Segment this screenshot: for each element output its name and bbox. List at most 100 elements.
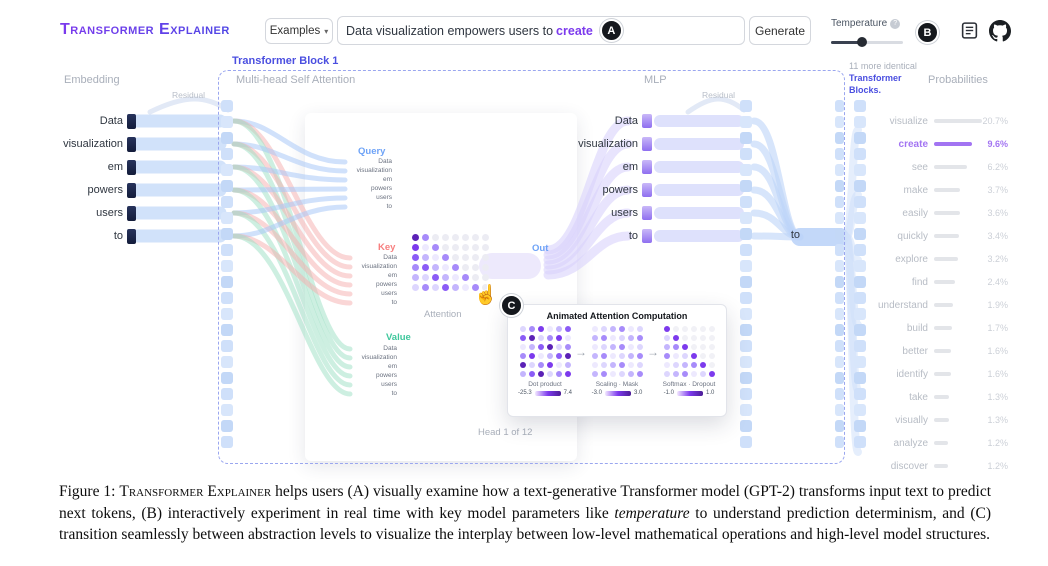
transformer-block-outline	[218, 70, 845, 464]
embedding-vector-bar	[127, 205, 136, 221]
prompt-input[interactable]: Data visualization empowers users to cre…	[337, 16, 745, 45]
caption-italic-term: temperature	[614, 504, 690, 522]
probability-bar	[934, 464, 948, 468]
color-scale	[677, 390, 703, 396]
caption-smallcaps: Transformer Explainer	[119, 483, 272, 500]
paper-icon[interactable]	[960, 21, 979, 45]
mlp-token-row[interactable]: to	[546, 228, 652, 244]
embedding-vector-bar	[127, 136, 136, 152]
temperature-slider[interactable]	[831, 37, 911, 47]
transformer-block-label: Transformer Block 1	[232, 55, 339, 67]
embedding-token-row[interactable]: to	[40, 228, 136, 244]
probability-bar	[934, 418, 949, 422]
attention-score-matrix[interactable]	[412, 234, 489, 291]
embedding-token-row[interactable]: em	[40, 159, 136, 175]
info-icon[interactable]: ?	[890, 18, 901, 29]
prompt-generated-token: create	[556, 23, 593, 38]
temperature-control: Temperature ?	[831, 18, 911, 47]
more-blocks-note: 11 more identical Transformer Blocks.	[849, 61, 917, 95]
app-logo: Transformer Explainer	[60, 21, 230, 38]
mlp-token-row[interactable]: powers	[546, 182, 652, 198]
out-label: Out	[532, 243, 549, 254]
probability-bar	[934, 165, 967, 169]
embedding-token-row[interactable]: powers	[40, 182, 136, 198]
slider-thumb[interactable]	[857, 37, 867, 47]
attention-section-label: Multi-head Self Attention	[236, 74, 356, 86]
probability-bar	[934, 188, 960, 192]
probability-bar	[934, 234, 959, 238]
value-label: Value	[386, 332, 411, 343]
key-label: Key	[378, 242, 396, 253]
dot-product-matrix	[519, 326, 571, 377]
embedding-vector-bar	[127, 113, 136, 129]
embedding-token-row[interactable]: visualization	[40, 136, 136, 152]
probability-bar	[934, 211, 960, 215]
figure-caption: Figure 1: Transformer Explainer helps us…	[59, 483, 991, 543]
query-label: Query	[358, 146, 386, 157]
mlp-vector-bar	[642, 137, 652, 151]
attention-caption: Attention	[424, 309, 462, 320]
embedding-vector-bar	[127, 159, 136, 175]
probability-bar	[934, 326, 952, 330]
mlp-token-row[interactable]: Data	[546, 113, 652, 129]
embedding-vector-bar	[127, 182, 136, 198]
mlp-vector-bar	[642, 206, 652, 220]
popup-title: Animated Attention Computation	[546, 311, 688, 321]
probability-bar	[934, 441, 948, 445]
residual-stream-column	[740, 100, 752, 448]
residual-label-right: Residual	[702, 90, 736, 100]
probability-bar	[934, 257, 958, 261]
attention-computation-popup: Animated Attention Computation Dot produ…	[507, 304, 727, 417]
chevron-down-icon: ▾	[324, 26, 329, 36]
arrow-right-icon: →	[647, 345, 659, 359]
embedding-token-row[interactable]: users	[40, 205, 136, 221]
scaling-mask-matrix	[591, 326, 643, 377]
probability-bar	[934, 303, 953, 307]
badge-a: A	[599, 19, 623, 42]
mlp-token-row[interactable]: visualization	[546, 136, 652, 152]
examples-dropdown[interactable]: Examples ▾	[265, 18, 333, 44]
temperature-label: Temperature	[831, 18, 888, 29]
color-scale	[534, 390, 561, 396]
mlp-vector-bar	[642, 183, 652, 197]
mlp-token-row[interactable]: users	[546, 205, 652, 221]
mlp-vector-bar	[642, 114, 652, 128]
probability-bar	[934, 372, 951, 376]
probability-bar	[934, 142, 972, 146]
color-scale	[605, 390, 631, 396]
embedding-vector-bar	[127, 228, 136, 244]
examples-label: Examples	[269, 25, 321, 37]
embedding-token-row[interactable]: Data	[40, 113, 136, 129]
probabilities-label: Probabilities	[928, 74, 988, 86]
github-icon[interactable]	[989, 20, 1011, 47]
residual-stream-column	[835, 100, 844, 448]
final-token: to	[790, 229, 800, 241]
residual-stream-column	[854, 100, 866, 448]
generate-button[interactable]: Generate	[749, 16, 811, 45]
mlp-token-row[interactable]: em	[546, 159, 652, 175]
prompt-text: Data visualization empowers users to	[346, 23, 554, 38]
